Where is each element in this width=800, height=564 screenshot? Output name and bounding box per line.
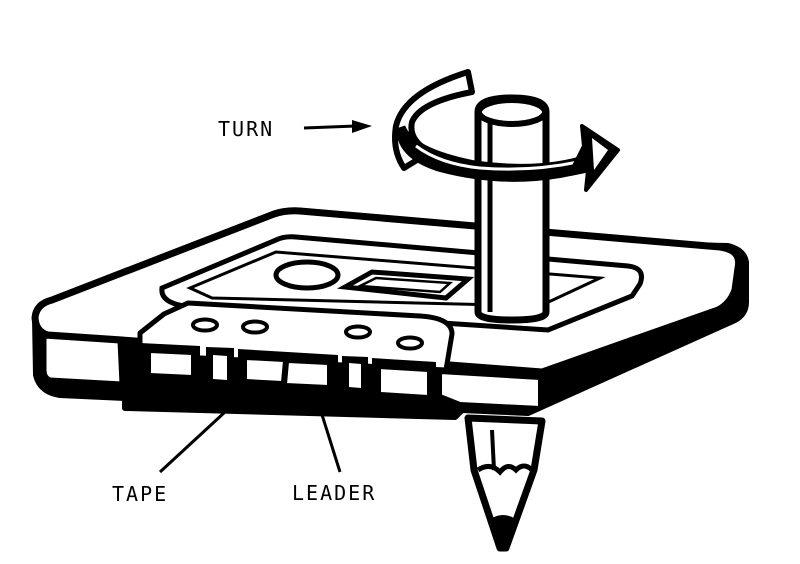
tape-window-inner — [355, 276, 454, 294]
screw-hole-4 — [396, 335, 424, 351]
tape-pointer-head — [230, 388, 250, 408]
slot-small-right-inner — [349, 363, 361, 388]
turn-pointer-line — [303, 124, 357, 130]
pencil-top-end — [476, 97, 548, 127]
turn-pointer-head — [352, 120, 372, 133]
pencil-lead — [492, 515, 514, 548]
label-tape: TAPE — [112, 482, 168, 506]
screw-hole-3 — [344, 324, 372, 340]
reel-hub-left — [273, 259, 341, 291]
pencil-lower-shaft — [464, 414, 546, 552]
tape-pointer-line — [158, 398, 240, 474]
slot-small-left-inner — [213, 355, 227, 380]
screw-hole-1 — [191, 317, 219, 333]
cassette-front-face — [41, 333, 125, 387]
label-tape-group: TAPE — [112, 388, 250, 506]
tape-segment — [245, 357, 286, 384]
label-turn-group: TURN — [218, 117, 372, 141]
leader-pointer-line — [316, 401, 342, 473]
pencil-facet — [490, 429, 496, 471]
leader-pointer-head — [309, 386, 325, 404]
label-turn: TURN — [218, 117, 274, 141]
rotation-band-front-inner — [415, 144, 579, 171]
label-leader: LEADER — [292, 481, 376, 505]
label-leader-group: LEADER — [292, 386, 376, 505]
rotation-arrow — [392, 69, 620, 192]
screw-hole-2 — [241, 319, 269, 335]
cassette-front-face-right — [438, 369, 542, 411]
cassette — [31, 207, 749, 420]
label-window-frame — [186, 250, 606, 308]
pad-inner-right — [379, 366, 429, 398]
pad-inner-left — [149, 350, 193, 378]
leader-segment — [284, 360, 329, 388]
arrowhead-inner — [592, 138, 608, 170]
pencil — [464, 94, 550, 552]
pencil-sharpened-edge — [476, 463, 534, 476]
